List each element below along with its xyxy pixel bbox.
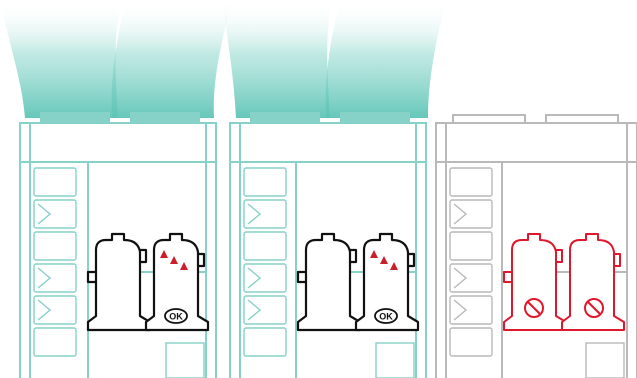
compressor-2a: [296, 232, 362, 332]
fan-top-3b: [545, 114, 619, 124]
airflow-unit-1: [0, 0, 232, 118]
coil-fins-2: [243, 167, 287, 357]
outdoor-unit-1: [19, 112, 217, 378]
fan-top-2a: [250, 112, 320, 123]
fan-top-3a: [452, 114, 526, 124]
compressor-3b: [561, 233, 625, 331]
airflow-unit-2: [222, 0, 446, 118]
fan-top-2b: [340, 112, 410, 123]
ok-badge-text: OK: [379, 312, 393, 322]
prohibited-icon: [584, 298, 604, 318]
ok-badge: OK: [164, 308, 188, 324]
fan-top-1b: [130, 112, 200, 123]
compressor-2b: OK: [354, 232, 420, 332]
coil-fins-1: [33, 167, 77, 357]
fan-top-1a: [40, 112, 110, 123]
compressor-3a: [503, 233, 567, 331]
heat-arrows: [160, 250, 188, 310]
ok-badge: OK: [374, 308, 398, 324]
coil-fins-3: [449, 167, 493, 357]
prohibited-icon: [524, 298, 544, 318]
heat-arrows: [370, 250, 398, 310]
ok-badge-text: OK: [169, 312, 183, 322]
compressor-1b: OK: [144, 232, 210, 332]
compressor-1a: [86, 232, 152, 332]
